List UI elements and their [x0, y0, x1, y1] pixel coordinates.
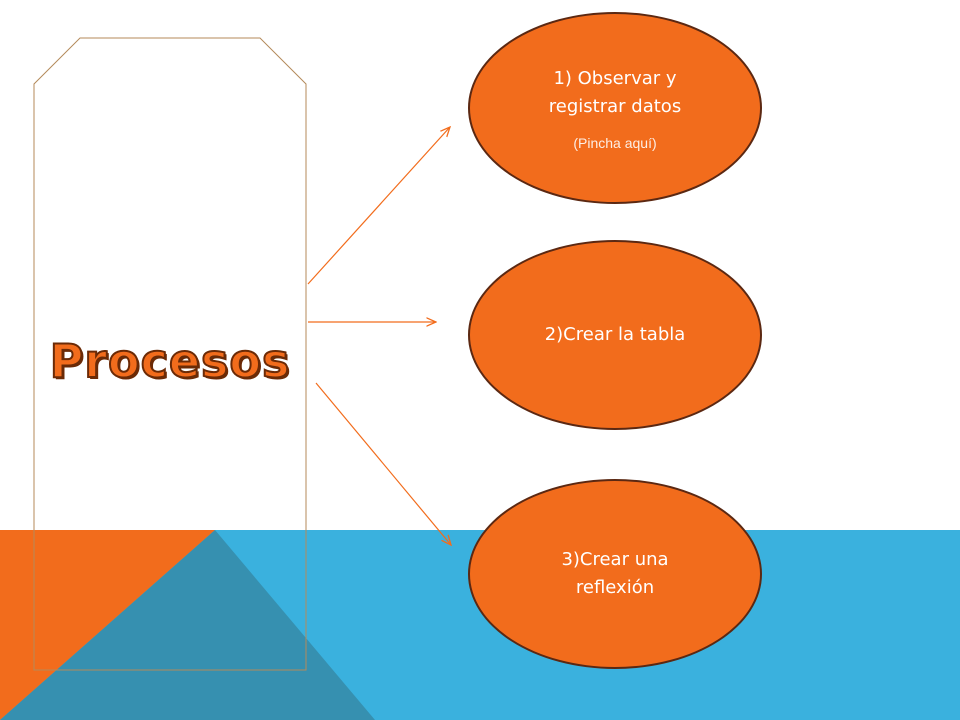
step-1-label: 1) Observar y registrar datos — [548, 68, 682, 117]
dark-blue-triangle — [0, 530, 375, 720]
step-1-observar-node[interactable]: 1) Observar y registrar datos (Pincha aq… — [468, 12, 762, 204]
panel-outline — [33, 37, 307, 671]
diagram-title: Procesos — [49, 333, 291, 389]
step-2-crear-tabla-node[interactable]: 2)Crear la tabla — [468, 240, 762, 430]
step-3-label: 3)Crear una reflexión — [561, 549, 669, 598]
step-2-label: 2)Crear la tabla — [544, 324, 686, 345]
step-3-reflexion-node[interactable]: 3)Crear una reflexión — [468, 479, 762, 669]
step-1-link-hint[interactable]: (Pincha aquí) — [573, 135, 657, 151]
arrow-to-step-1 — [307, 127, 450, 285]
arrow-to-step-3 — [315, 382, 451, 545]
